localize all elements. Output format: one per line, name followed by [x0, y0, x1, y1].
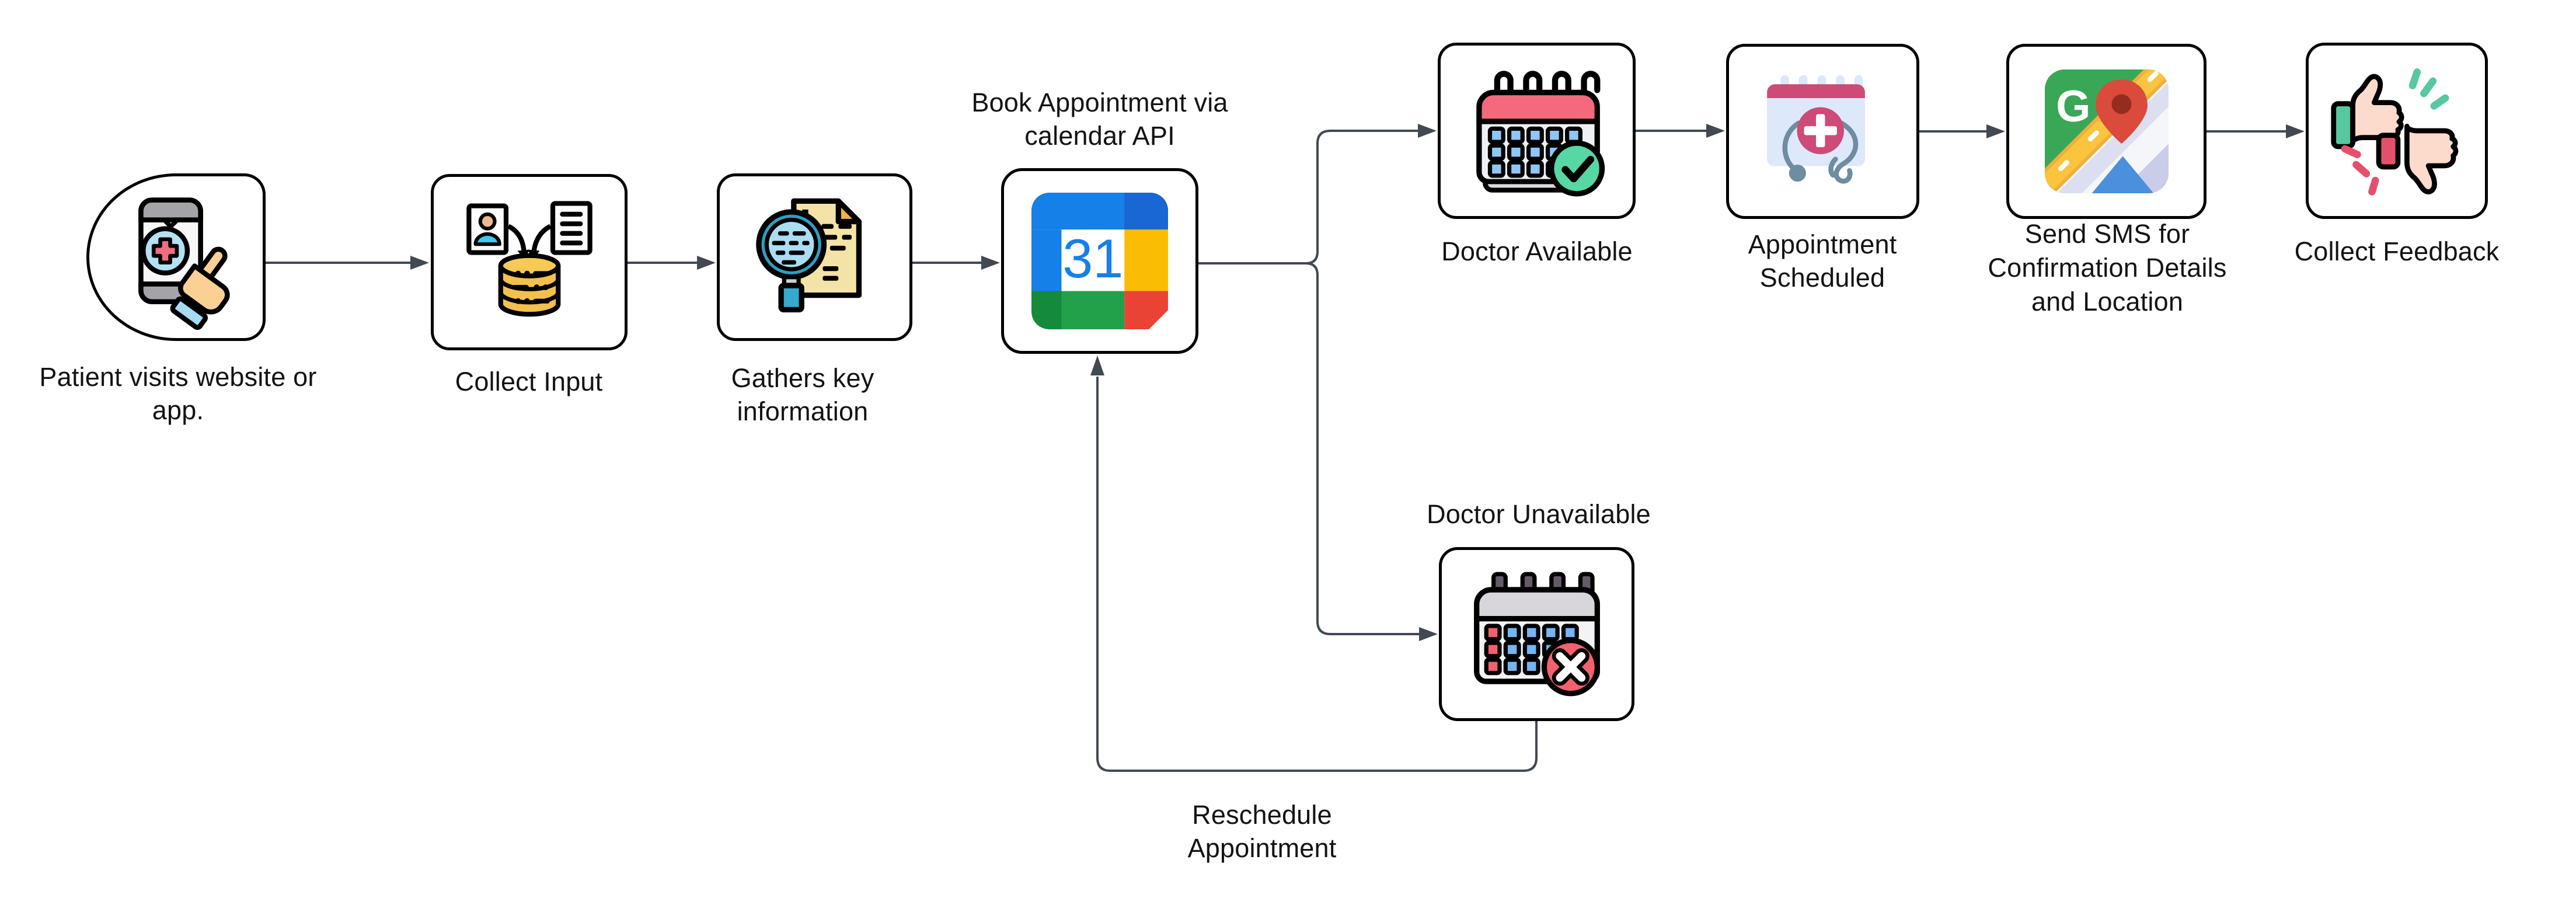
label-line: Patient visits website or: [39, 362, 317, 392]
node-label-gather-info: Gathers key information: [686, 361, 919, 428]
node-send-sms[interactable]: G: [2006, 44, 2206, 219]
label-line: Collect Feedback: [2294, 236, 2500, 266]
phone-medical-tap-icon: [138, 197, 230, 330]
magnifier-document-icon: [755, 198, 862, 313]
arrowhead: [1419, 627, 1438, 641]
label-line: Book Appointment via: [971, 88, 1228, 117]
arrowhead: [697, 256, 716, 270]
label-line: Gathers key: [731, 363, 874, 393]
arrowhead: [1986, 124, 2005, 138]
node-doctor-unavailable[interactable]: [1439, 547, 1634, 721]
label-line: Appointment: [1748, 229, 1897, 259]
node-doctor-available[interactable]: [1438, 43, 1636, 219]
node-label-patient: Patient visits website or app.: [23, 360, 333, 427]
node-label-send-sms: Send SMS for Confirmation Details and Lo…: [1979, 217, 2236, 319]
google-calendar-icon: 31: [1031, 193, 1168, 329]
arrowhead: [410, 256, 429, 270]
node-patient-visits[interactable]: [86, 173, 266, 341]
label-line: app.: [152, 395, 204, 425]
label-line: information: [737, 396, 869, 426]
edge-branch-to-doctor-available: [1305, 130, 1418, 264]
label-line: Send SMS for: [2024, 219, 2190, 249]
arrowhead: [1090, 356, 1104, 375]
node-label-doctor-available: Doctor Available: [1420, 235, 1654, 268]
label-line: Reschedule: [1192, 800, 1332, 830]
arrowhead: [2286, 124, 2305, 138]
calendar-check-icon: [1476, 70, 1605, 197]
label-line: Doctor Unavailable: [1427, 499, 1651, 529]
node-collect-input[interactable]: [431, 174, 628, 350]
arrowhead: [1418, 124, 1437, 138]
arrowhead: [1706, 124, 1725, 138]
maps-g-letter: G: [2056, 82, 2090, 131]
arrowhead: [981, 256, 1000, 270]
label-line: Confirmation Details: [1988, 253, 2227, 283]
edge-branch-to-doctor-unavailable: [1305, 262, 1419, 635]
label-line: Appointment: [1187, 833, 1337, 863]
node-label-appointment-scheduled: Appointment Scheduled: [1706, 228, 1939, 294]
node-collect-feedback[interactable]: [2306, 43, 2488, 219]
database-collect-icon: [466, 201, 592, 317]
node-gather-info[interactable]: [717, 173, 912, 341]
node-book-appointment[interactable]: 31: [1001, 168, 1198, 354]
label-line: Doctor Available: [1441, 236, 1633, 266]
node-label-collect-feedback: Collect Feedback: [2280, 235, 2514, 268]
calendar-day-number: 31: [1062, 228, 1123, 289]
node-appointment-scheduled[interactable]: [1726, 44, 1919, 219]
label-line: and Location: [2031, 287, 2184, 316]
edge-label-reschedule: Reschedule Appointment: [1145, 798, 1379, 865]
node-label-doctor-unavailable: Doctor Unavailable: [1422, 497, 1655, 531]
label-line: calendar API: [1024, 121, 1175, 151]
google-maps-icon: G: [2044, 69, 2169, 193]
label-line: Collect Input: [455, 367, 603, 396]
node-label-collect-input: Collect Input: [412, 365, 646, 398]
calendar-cancel-icon: [1473, 572, 1600, 696]
thumbs-feedback-icon: [2331, 68, 2459, 196]
node-label-book-appointment: Book Appointment via calendar API: [954, 86, 1246, 152]
label-line: Scheduled: [1759, 263, 1885, 293]
calendar-medical-icon: [1766, 75, 1865, 184]
